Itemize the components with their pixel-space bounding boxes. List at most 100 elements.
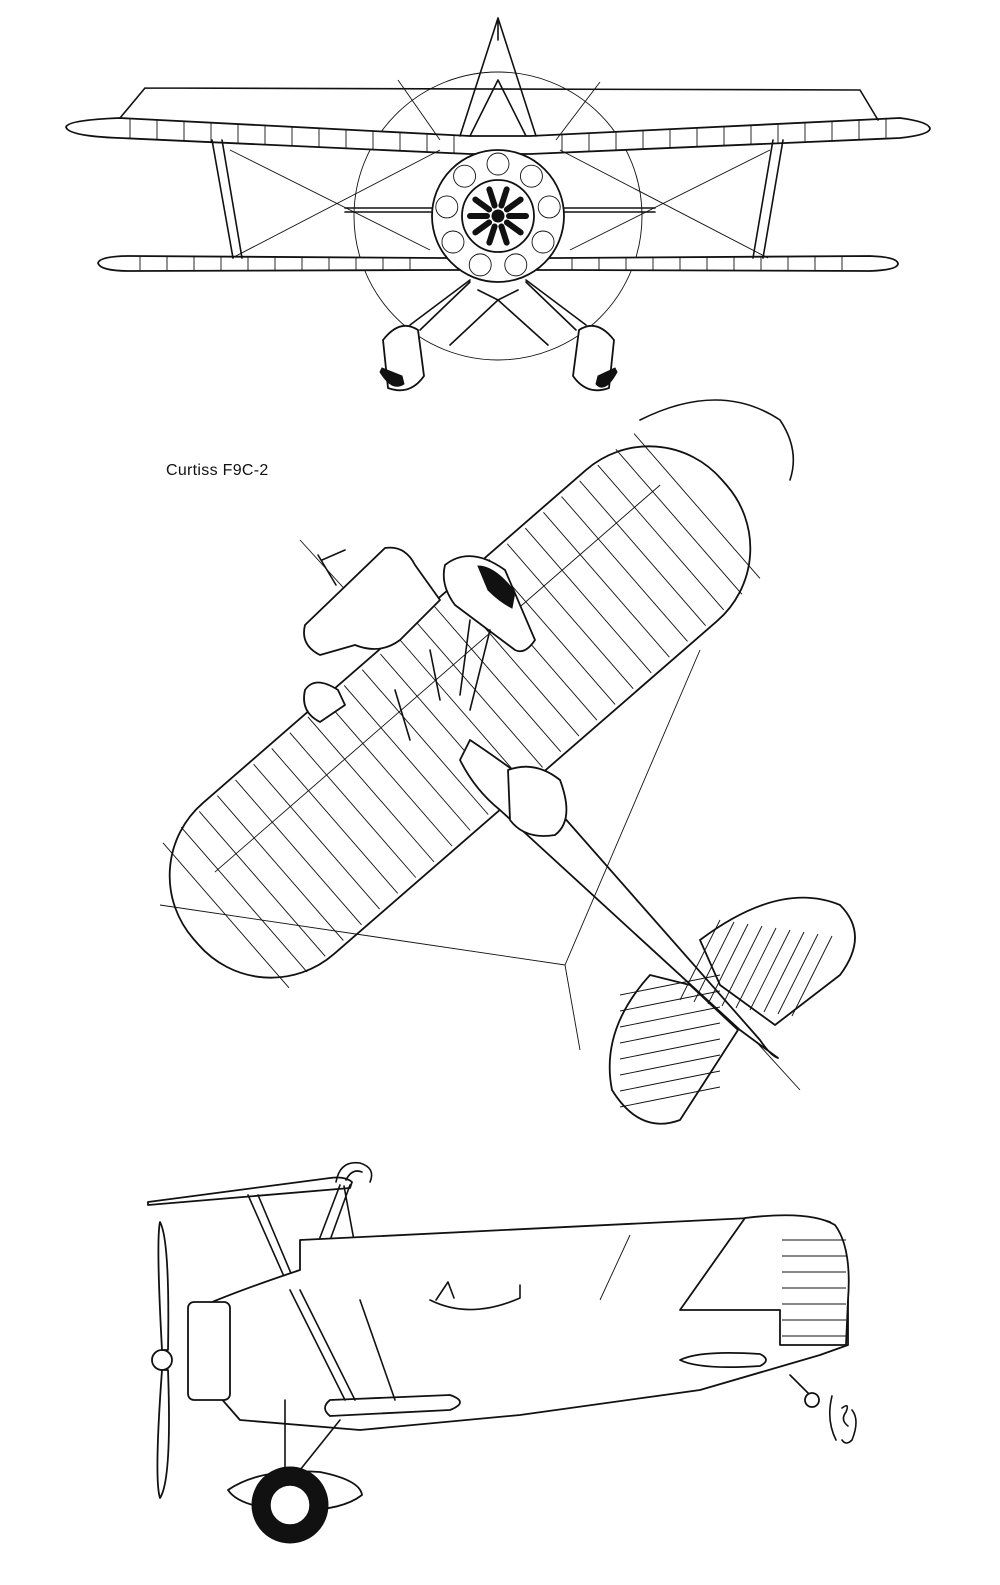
skyhook-frame: [459, 17, 537, 137]
cylinder: [519, 164, 543, 188]
tail-rib: [619, 974, 721, 996]
tail-gear-side: [789, 1374, 811, 1396]
cylinder: [435, 195, 459, 219]
plan-rib: [343, 685, 471, 831]
fin-ribs: [782, 1239, 846, 1337]
propeller-side: [157, 1221, 170, 1351]
upper-wing-side: [147, 1176, 353, 1206]
lower-wing-ribs: [139, 257, 843, 270]
cylinder: [441, 230, 465, 254]
engine-nose-plan: [303, 546, 441, 656]
plan-bracing: [159, 649, 701, 1051]
lower-wing-tip-plan: [639, 399, 795, 481]
hub-slot: [503, 219, 524, 236]
artist-signature: [828, 1395, 857, 1444]
tail-rib: [735, 927, 777, 1009]
plan-rib: [361, 669, 489, 815]
plan-rib: [506, 543, 634, 689]
tail-wheel-side: [804, 1392, 820, 1408]
spinner-side: [151, 1349, 173, 1371]
main-wheel-hub-side: [269, 1484, 311, 1526]
upper-wing: [65, 117, 931, 155]
plan-rib: [561, 496, 688, 642]
hub-slots: [467, 186, 529, 246]
canopy-line: [599, 1234, 631, 1301]
windscreen-side: [435, 1281, 455, 1301]
side-view: [147, 1161, 857, 1544]
plan-rib: [434, 606, 562, 752]
cabane-struts-side: [247, 1184, 366, 1301]
hub-slot: [472, 219, 493, 236]
plan-rib: [524, 527, 652, 674]
plan-rib: [633, 433, 761, 579]
plan-rib: [543, 511, 670, 658]
skyhook-side: [335, 1161, 373, 1183]
hook-struts-plan: [394, 619, 491, 741]
tail-rib: [619, 1054, 721, 1076]
tail-ribs: [619, 919, 833, 1108]
propeller-disc: [353, 71, 643, 361]
right-interplane-strut: [752, 139, 784, 259]
engine-cylinders: [435, 152, 561, 277]
hub-slot: [498, 186, 510, 209]
upper-wing-ribs: [129, 117, 887, 154]
tail-rib: [679, 919, 721, 1001]
bracing-wires: [229, 79, 771, 259]
cockpit-plan: [507, 765, 568, 837]
stub-spars: [344, 207, 656, 213]
tail-rib: [693, 921, 735, 1003]
lower-wing-side: [324, 1394, 461, 1417]
upper-wing-plan-ribs: [162, 433, 761, 989]
hub-slot: [486, 186, 498, 209]
tail-rib: [777, 933, 819, 1015]
tail-rib: [619, 1006, 721, 1028]
cylinder: [453, 164, 477, 188]
plan-rib: [271, 748, 399, 894]
plan-rib: [198, 811, 326, 957]
hub-slot: [503, 196, 524, 213]
aileron-hinge: [214, 484, 661, 873]
plan-rib: [217, 795, 344, 941]
tail-rib: [763, 931, 805, 1013]
interplane-struts-side: [289, 1289, 396, 1401]
tail-rib: [619, 1038, 721, 1060]
engine-side: [187, 1301, 231, 1401]
main-gear-legs-side: [284, 1399, 341, 1471]
plan-rib: [307, 716, 435, 863]
aircraft-caption: Curtiss F9C-2: [166, 462, 269, 479]
cylinder: [486, 152, 510, 176]
tail-rib: [707, 923, 749, 1005]
plan-rib: [235, 779, 362, 926]
plan-rib: [289, 732, 417, 878]
tail-rib: [619, 1070, 721, 1092]
cockpit-side: [429, 1284, 521, 1311]
cylinder: [531, 230, 555, 254]
tail-rib: [721, 925, 763, 1007]
plan-view: [159, 399, 856, 1125]
front-landing-gear: [409, 279, 587, 346]
plan-rib: [579, 480, 706, 626]
right-wheel: [595, 367, 618, 388]
tail-rib: [619, 1022, 721, 1044]
tail-rib: [749, 929, 791, 1011]
upper-wing-cabane: [119, 87, 879, 121]
left-interplane-strut: [211, 139, 243, 259]
hub-slot: [472, 196, 493, 213]
hook-fairing-dark: [477, 565, 516, 609]
front-view: [65, 17, 931, 392]
propeller-plan: [317, 549, 346, 586]
plan-rib: [253, 763, 380, 910]
vertical-tail-side: [679, 1214, 850, 1346]
plan-rib: [615, 448, 743, 595]
tail-rib: [791, 935, 833, 1017]
horizontal-tail-plan: [699, 896, 856, 1026]
left-wheel: [379, 367, 405, 387]
plan-rib: [416, 622, 543, 768]
fuselage-plan: [459, 739, 779, 1059]
exhaust-pod-side: [679, 1351, 767, 1369]
tail-rib: [619, 990, 721, 1012]
tail-rib: [619, 1086, 721, 1108]
plan-rib: [398, 637, 525, 784]
hook-fairing-plan: [442, 555, 536, 653]
